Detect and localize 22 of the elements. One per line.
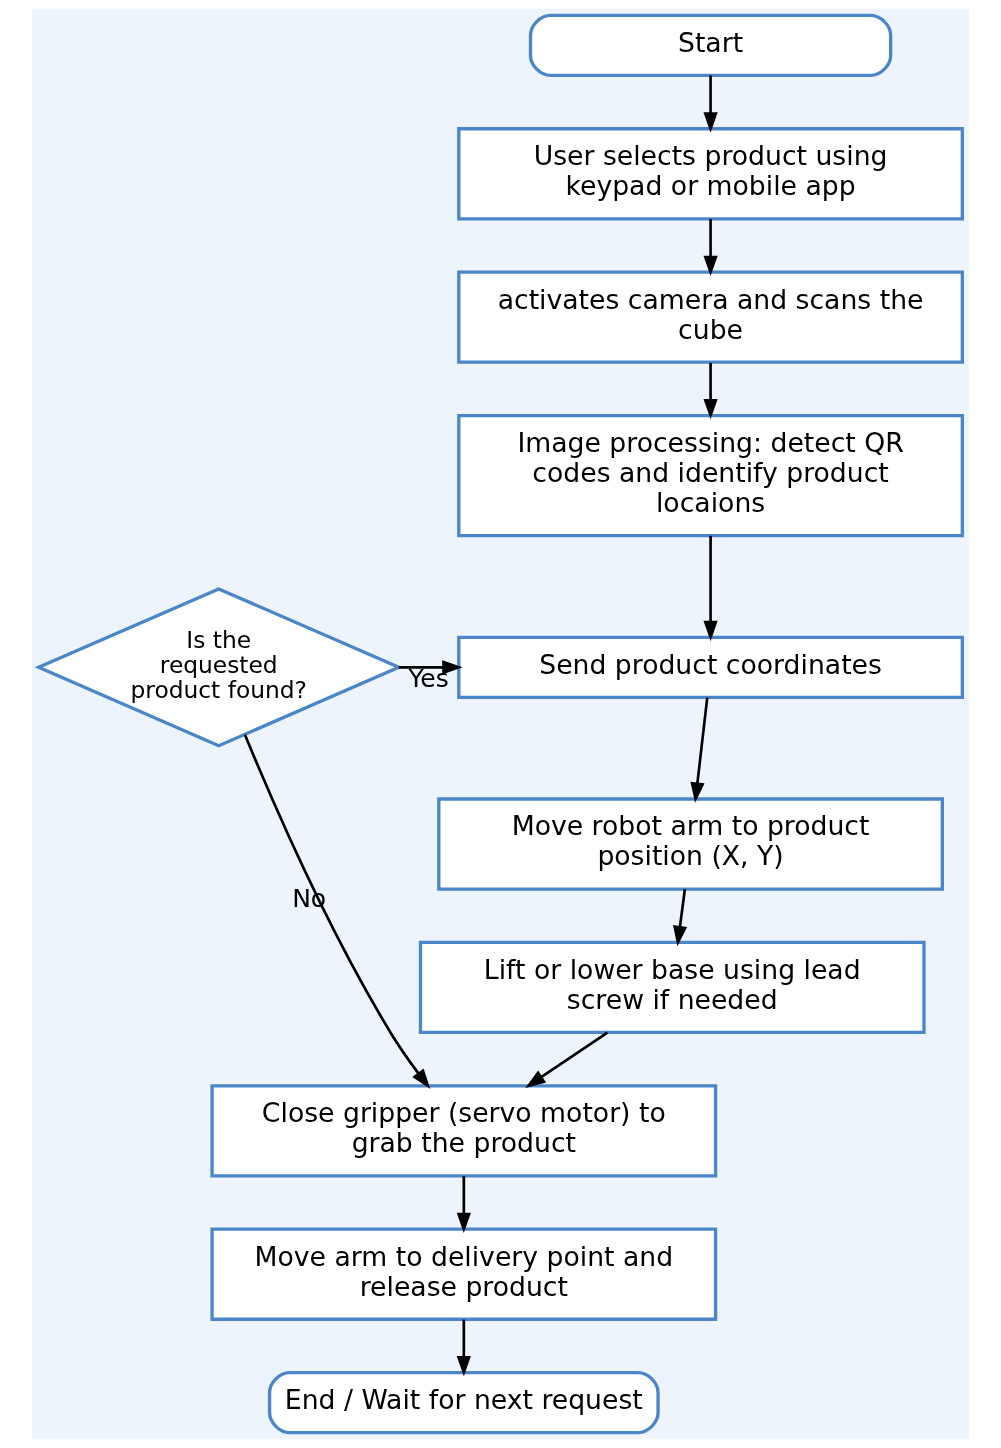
node-box: Close gripper (servo motor) to grab the product bbox=[210, 1084, 718, 1178]
arrow bbox=[690, 697, 709, 803]
arrow bbox=[703, 219, 718, 277]
node-box: End / Wait for next request bbox=[267, 1370, 660, 1435]
arrow bbox=[243, 734, 431, 1089]
arrow bbox=[672, 889, 688, 947]
arrow bbox=[456, 1176, 471, 1234]
arrow bbox=[703, 535, 718, 642]
node-box: Lift or lower base using lead screw if needed bbox=[418, 940, 926, 1035]
arrow bbox=[525, 1031, 609, 1088]
node-box: Move robot arm to product position (X, Y) bbox=[437, 797, 944, 891]
node-box: activates camera and scans the cube bbox=[457, 270, 964, 364]
arrow bbox=[398, 660, 463, 675]
node-box: User selects product using keypad or mobile app bbox=[457, 127, 964, 221]
node-box: Move arm to delivery point and release product bbox=[210, 1227, 718, 1321]
arrow bbox=[703, 362, 718, 420]
arrow bbox=[456, 1319, 471, 1377]
edge-label: Yes bbox=[408, 664, 449, 694]
node-box: Start bbox=[528, 13, 893, 78]
arrow bbox=[703, 75, 718, 133]
node-box: Image processing: detect QR codes and identify product locaions bbox=[457, 413, 964, 538]
node-box: Send product coordinates bbox=[457, 635, 964, 699]
